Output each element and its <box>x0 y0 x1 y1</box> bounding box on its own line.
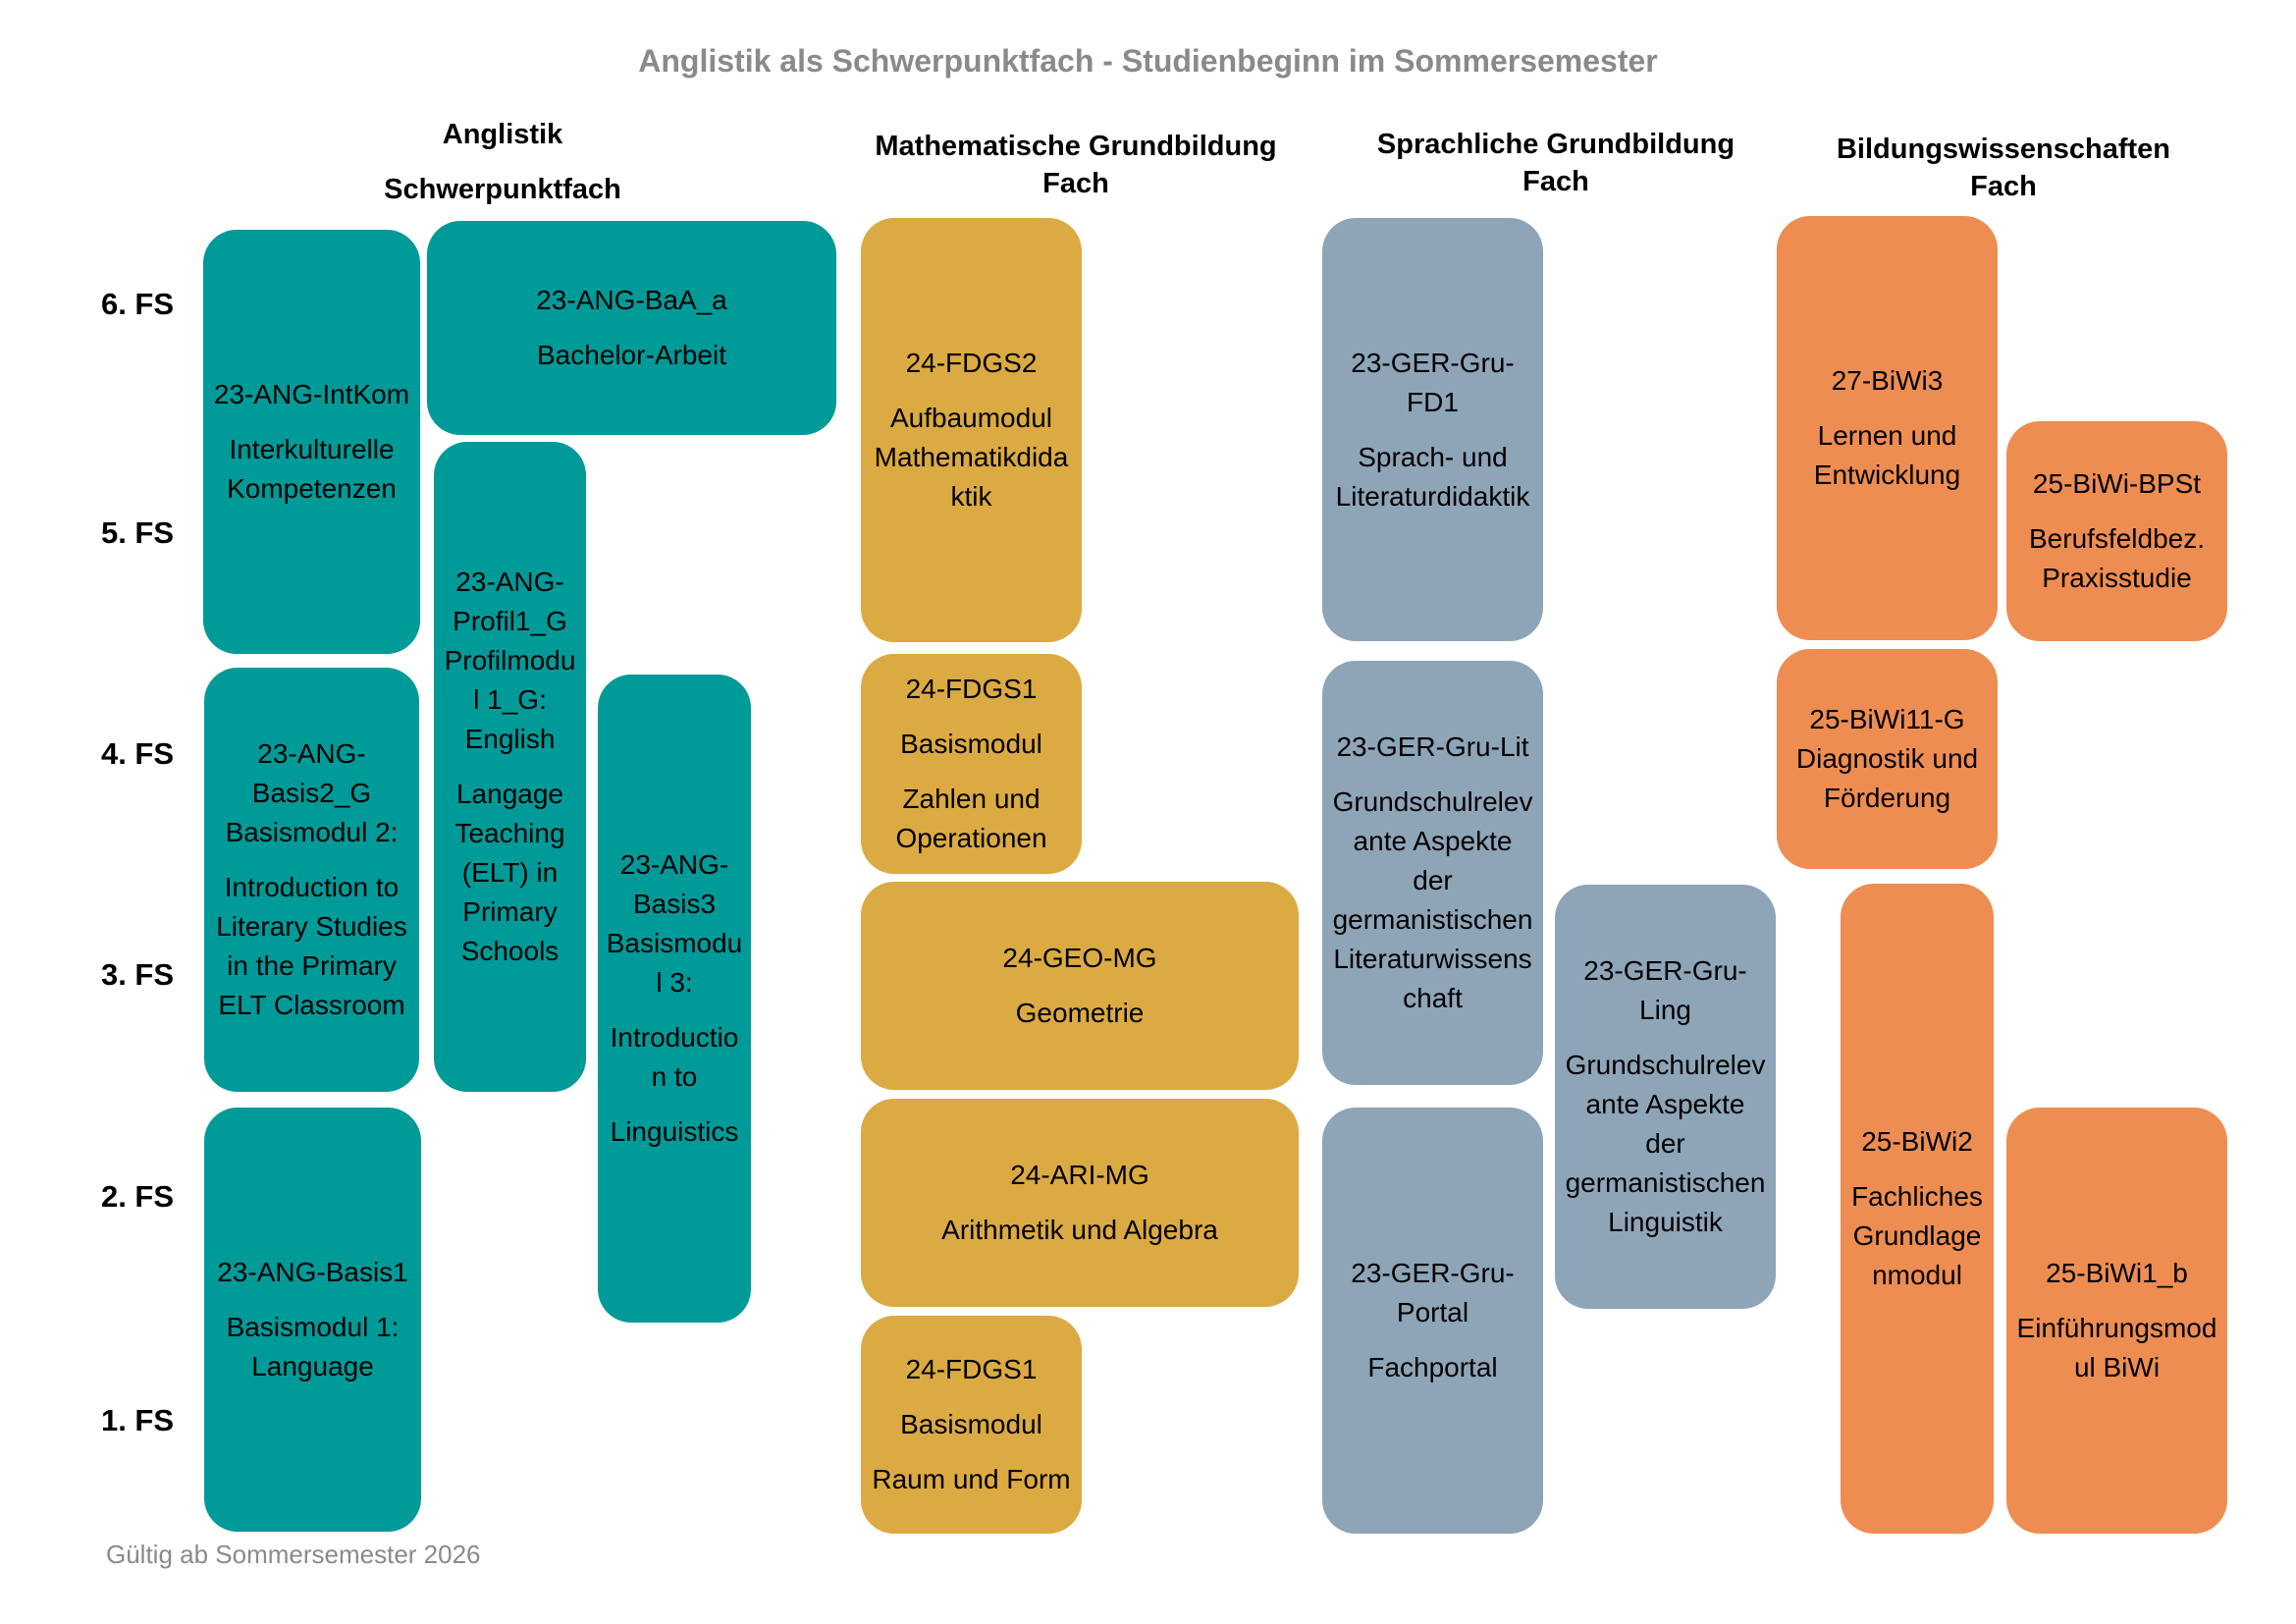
module-code: 23-ANG-IntKom <box>213 379 410 409</box>
module-biwi-bpst: 25-BiWi-BPSt Berufsfeldbez. Praxisstudie <box>2006 421 2227 641</box>
module-code: 23-GER-Gru-FD1 <box>1351 347 1515 417</box>
module-name: Aufbaumodul Mathematikdidaktik <box>874 403 1069 512</box>
module-ger-fd1: 23-GER-Gru-FD1 Sprach- und Literaturdida… <box>1322 218 1543 641</box>
module-name: Diagnostik und Förderung <box>1795 743 1979 813</box>
semester-label-2: 2. FS <box>100 1179 175 1214</box>
column-header-line1: Anglistik <box>442 119 563 150</box>
module-name: Interkulturelle Kompetenzen <box>227 434 397 504</box>
module-name: Basismodul <box>900 1409 1042 1439</box>
module-name-2: Introduction to <box>610 1022 739 1092</box>
module-biwi11: 25-BiWi11-G Diagnostik und Förderung <box>1777 649 1998 869</box>
module-code: 25-BiWi11-G <box>1809 704 1965 734</box>
module-code: 23-ANG-Basis3 <box>619 849 729 919</box>
module-name: Basismodul <box>900 729 1042 759</box>
column-header-sprache: Sprachliche Grundbildung Fach <box>1377 126 1735 200</box>
module-code: 23-GER-Gru-Portal <box>1351 1258 1515 1327</box>
module-ang-basis2: 23-ANG-Basis2_G Basismodul 2: Introducti… <box>204 668 419 1092</box>
module-code: 23-ANG-BaA_a <box>536 285 727 315</box>
module-math-fdgs1-zahlen: 24-FDGS1 Basismodul Zahlen und Operation… <box>861 654 1082 874</box>
module-name: Profilmodul 1_G: English <box>444 645 576 754</box>
module-code: 27-BiWi3 <box>1831 365 1944 396</box>
module-code: 25-BiWi2 <box>1861 1126 1973 1157</box>
module-code: 23-GER-Gru-Ling <box>1583 955 1747 1025</box>
column-header-line2: Fach <box>1522 166 1589 197</box>
column-header-line2: Fach <box>1970 171 2037 202</box>
module-biwi2: 25-BiWi2 Fachliches Grundlagenmodul <box>1841 884 1994 1534</box>
module-name-2: Zahlen und Operationen <box>895 784 1047 853</box>
module-code: 25-BiWi-BPSt <box>2032 468 2202 499</box>
module-ang-basis1: 23-ANG-Basis1 Basismodul 1: Language <box>204 1108 421 1532</box>
module-ang-basis3: 23-ANG-Basis3 Basismodul 3: Introduction… <box>598 675 751 1323</box>
module-code: 25-BiWi1_b <box>2046 1258 2188 1288</box>
module-name-3: Linguistics <box>610 1116 739 1147</box>
module-ger-portal: 23-GER-Gru-Portal Fachportal <box>1322 1108 1543 1534</box>
module-name: Grundschulrelevante Aspekte der germanis… <box>1565 1050 1766 1237</box>
module-code: 23-ANG-Basis2_G <box>251 738 372 808</box>
module-name: Berufsfeldbez. Praxisstudie <box>2029 523 2205 593</box>
module-name: Einführungsmodul BiWi <box>2016 1313 2217 1382</box>
column-header-line1: Mathematische Grundbildung <box>875 131 1277 162</box>
module-ger-ling: 23-GER-Gru-Ling Grundschulrelevante Aspe… <box>1555 885 1776 1309</box>
module-biwi3: 27-BiWi3 Lernen und Entwicklung <box>1777 216 1998 640</box>
semester-label-3: 3. FS <box>100 957 175 992</box>
module-name: Grundschulrelevante Aspekte der germanis… <box>1332 786 1533 1013</box>
page-title: Anglistik als Schwerpunktfach - Studienb… <box>638 43 1658 79</box>
module-code: 24-FDGS1 <box>905 1354 1038 1384</box>
column-header-line2: Fach <box>1042 168 1109 199</box>
column-header-mathematik: Mathematische Grundbildung Fach <box>875 128 1276 202</box>
column-header-line1: Bildungswissenschaften <box>1836 134 2171 165</box>
semester-label-4: 4. FS <box>100 736 175 771</box>
module-code: 24-FDGS2 <box>905 348 1038 378</box>
module-code: 23-GER-Gru-Lit <box>1336 731 1529 762</box>
module-name: Basismodul 2: <box>225 817 399 847</box>
module-name: Sprach- und Literaturdidaktik <box>1335 441 1530 512</box>
module-ang-baa: 23-ANG-BaA_a Bachelor-Arbeit <box>427 221 836 435</box>
semester-label-6: 6. FS <box>100 287 175 321</box>
module-ang-profil1: 23-ANG-Profil1_G Profilmodul 1_G: Englis… <box>434 442 586 1092</box>
column-header-line1: Sprachliche Grundbildung <box>1376 129 1735 160</box>
module-ang-intkom: 23-ANG-IntKom Interkulturelle Kompetenze… <box>203 230 420 654</box>
column-header-anglistik: Anglistik Schwerpunktfach <box>384 116 621 208</box>
module-math-fdgs1-raum: 24-FDGS1 Basismodul Raum und Form <box>861 1316 1082 1534</box>
module-name: Fachliches Grundlagenmodul <box>1851 1181 1983 1290</box>
module-name: Lernen und Entwicklung <box>1813 420 1961 490</box>
validity-note: Gültig ab Sommersemester 2026 <box>106 1540 481 1569</box>
module-math-fdgs2: 24-FDGS2 Aufbaumodul Mathematikdidaktik <box>861 218 1082 642</box>
module-name: Basismodul 1: Language <box>226 1312 400 1381</box>
semester-label-1: 1. FS <box>100 1403 175 1437</box>
module-code: 23-ANG-Profil1_G <box>453 567 567 636</box>
column-header-line2: Schwerpunktfach <box>384 174 621 205</box>
module-code: 24-FDGS1 <box>905 674 1038 704</box>
module-name: Fachportal <box>1367 1352 1498 1382</box>
module-code: 24-ARI-MG <box>1010 1160 1149 1190</box>
module-math-ari: 24-ARI-MG Arithmetik und Algebra <box>861 1099 1299 1307</box>
semester-label-5: 5. FS <box>100 515 175 550</box>
module-biwi1b: 25-BiWi1_b Einführungsmodul BiWi <box>2006 1108 2227 1534</box>
module-math-geo: 24-GEO-MG Geometrie <box>861 882 1299 1090</box>
module-name: Arithmetik und Algebra <box>941 1215 1218 1245</box>
module-name: Geometrie <box>1015 998 1145 1028</box>
module-code: 23-ANG-Basis1 <box>217 1257 408 1287</box>
module-name-2: Introduction to Literary Studies in the … <box>216 872 407 1020</box>
module-name-2: Raum und Form <box>872 1464 1071 1494</box>
module-name: Basismodul 3: <box>606 928 743 998</box>
module-code: 24-GEO-MG <box>1002 943 1157 973</box>
module-ger-lit: 23-GER-Gru-Lit Grundschulrelevante Aspek… <box>1322 661 1543 1085</box>
column-header-bildungswissenschaften: Bildungswissenschaften Fach <box>1837 131 2170 205</box>
module-name-2: Langage Teaching (ELT) in Primary School… <box>454 779 565 966</box>
module-name: Bachelor-Arbeit <box>537 340 726 370</box>
